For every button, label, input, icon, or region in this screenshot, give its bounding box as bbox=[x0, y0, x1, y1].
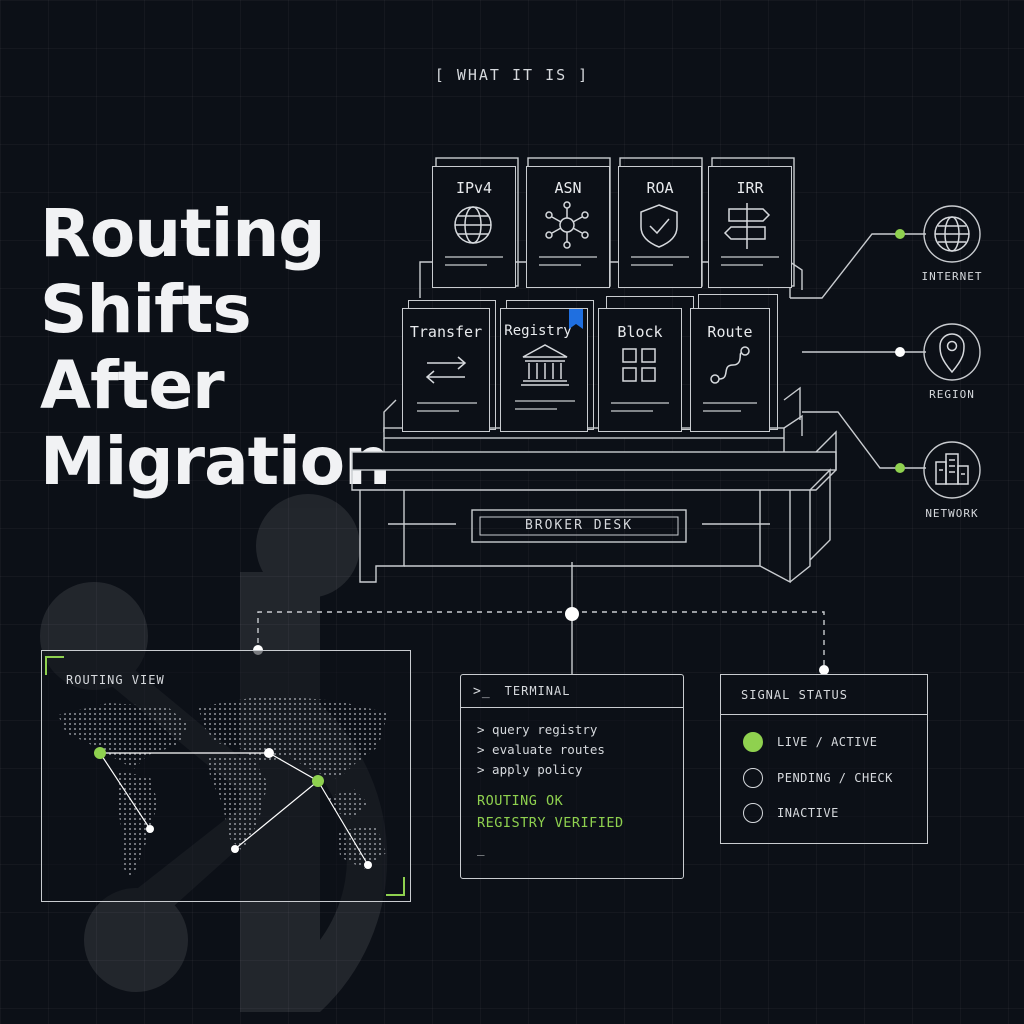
desk-leg-right bbox=[759, 490, 791, 584]
hub-circle-internet bbox=[923, 205, 981, 263]
card-roa[interactable]: ROA bbox=[618, 166, 702, 288]
terminal-result: REGISTRY VERIFIED bbox=[477, 815, 624, 831]
terminal-panel[interactable]: >_ TERMINAL > query registry > evaluate … bbox=[460, 674, 684, 879]
status-label-pending: PENDING / CHECK bbox=[777, 771, 893, 785]
card-registry[interactable]: Registry bbox=[500, 308, 588, 432]
card-label: Transfer bbox=[409, 323, 483, 341]
corner-bracket-icon bbox=[386, 877, 405, 896]
terminal-command: > query registry bbox=[477, 722, 598, 737]
desk-label-box bbox=[471, 509, 687, 543]
signal-status-list: LIVE / ACTIVE PENDING / CHECK INACTIVE bbox=[721, 715, 927, 845]
title-line-3: After bbox=[40, 347, 225, 424]
terminal-command: > apply policy bbox=[477, 762, 583, 777]
desk-leg-left bbox=[359, 490, 405, 583]
status-dot-pending-icon bbox=[743, 768, 763, 788]
wire-internet bbox=[790, 233, 900, 299]
shield-check-icon bbox=[631, 204, 689, 266]
page-title: Routing Shifts After Migration bbox=[40, 195, 391, 500]
status-label-inactive: INACTIVE bbox=[777, 806, 839, 820]
terminal-result: ROUTING OK bbox=[477, 793, 564, 809]
terminal-command: > evaluate routes bbox=[477, 742, 605, 757]
card-label: IPv4 bbox=[455, 179, 493, 197]
signal-status-panel[interactable]: SIGNAL STATUS LIVE / ACTIVE PENDING / CH… bbox=[720, 674, 928, 844]
section-kicker: [ WHAT IT IS ] bbox=[434, 66, 590, 84]
corner-bracket-icon bbox=[45, 656, 64, 675]
card-label: Registry bbox=[504, 323, 572, 339]
card-asn[interactable]: ASN bbox=[526, 166, 610, 288]
terminal-header: >_ TERMINAL bbox=[461, 675, 683, 708]
arrows-exchange-icon bbox=[417, 356, 477, 412]
hub-circle-region bbox=[923, 323, 981, 381]
hub-label-internet: INTERNET bbox=[921, 270, 983, 283]
card-label: ROA bbox=[646, 179, 674, 197]
bank-icon bbox=[515, 344, 575, 410]
hub-label-network: NETWORK bbox=[925, 507, 979, 520]
wire-network bbox=[802, 411, 900, 469]
card-route[interactable]: Route bbox=[690, 308, 770, 432]
card-label: IRR bbox=[736, 179, 764, 197]
terminal-body: > query registry > evaluate routes > app… bbox=[461, 708, 683, 856]
status-label-live: LIVE / ACTIVE bbox=[777, 735, 878, 749]
grid-blocks-icon bbox=[611, 348, 669, 412]
hub-dot-region bbox=[895, 347, 905, 357]
routing-view-panel[interactable]: ROUTING VIEW bbox=[41, 650, 411, 902]
globe-icon bbox=[445, 206, 503, 266]
hub-location-pin-icon bbox=[939, 333, 965, 374]
lower-tray bbox=[383, 386, 801, 432]
card-label: Block bbox=[617, 323, 663, 341]
card-label: Route bbox=[707, 323, 753, 341]
signal-status-header: SIGNAL STATUS bbox=[721, 675, 927, 715]
card-block[interactable]: Block bbox=[598, 308, 682, 432]
bookmark-icon bbox=[569, 309, 583, 329]
hub-label-region: REGION bbox=[929, 388, 975, 401]
card-transfer[interactable]: Transfer bbox=[402, 308, 490, 432]
title-line-1: Routing bbox=[40, 195, 326, 272]
card-label: ASN bbox=[554, 179, 582, 197]
network-node-icon bbox=[539, 201, 597, 266]
title-line-2: Shifts bbox=[40, 271, 252, 348]
desk-label: BROKER DESK bbox=[524, 518, 634, 533]
hub-dot-internet bbox=[895, 229, 905, 239]
route-path-icon bbox=[703, 346, 757, 412]
hub-globe-icon bbox=[934, 216, 970, 252]
card-ipv4[interactable]: IPv4 bbox=[432, 166, 516, 288]
dashed-bus-right bbox=[572, 611, 825, 670]
terminal-prompt-icon: >_ bbox=[473, 683, 491, 699]
title-line-4: Migration bbox=[40, 423, 391, 500]
bus-junction-dot bbox=[565, 607, 579, 621]
terminal-title: TERMINAL bbox=[504, 684, 571, 698]
card-irr[interactable]: IRR bbox=[708, 166, 792, 288]
world-map bbox=[45, 656, 405, 896]
hub-dot-network bbox=[895, 463, 905, 473]
signpost-icon bbox=[721, 203, 779, 266]
hub-circle-network bbox=[923, 441, 981, 499]
hub-buildings-icon bbox=[935, 453, 969, 485]
routing-view-title: ROUTING VIEW bbox=[66, 673, 165, 687]
status-dot-live-icon bbox=[743, 732, 763, 752]
signal-status-title: SIGNAL STATUS bbox=[741, 687, 848, 702]
desk-top bbox=[351, 451, 837, 471]
dashed-bus-left bbox=[257, 611, 572, 650]
terminal-cursor[interactable]: _ bbox=[477, 841, 485, 856]
status-dot-inactive-icon bbox=[743, 803, 763, 823]
